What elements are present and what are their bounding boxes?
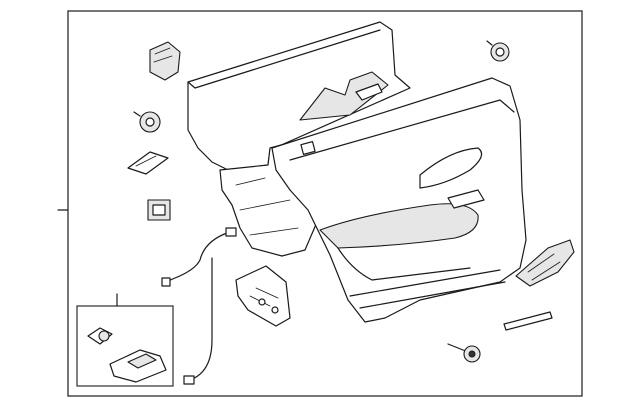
trim-screw[interactable] bbox=[447, 343, 481, 363]
handle-bezel[interactable] bbox=[149, 41, 181, 81]
door-trim-panel[interactable] bbox=[271, 77, 527, 323]
push-pin-clip[interactable] bbox=[133, 111, 161, 133]
sill-molding-strip[interactable] bbox=[503, 311, 553, 331]
lamp-inset bbox=[76, 293, 174, 387]
pull-handle-cover[interactable] bbox=[515, 239, 575, 287]
diagram-frame bbox=[67, 10, 583, 397]
mounting-bracket[interactable] bbox=[235, 265, 291, 327]
push-pin-retainer[interactable] bbox=[486, 40, 510, 62]
wiring-harness[interactable] bbox=[161, 227, 237, 385]
bulb-socket[interactable] bbox=[87, 327, 113, 345]
insulator-pad[interactable] bbox=[127, 151, 169, 175]
lamp-assembly[interactable] bbox=[109, 349, 167, 383]
small-clip[interactable] bbox=[147, 199, 171, 221]
water-deflector[interactable] bbox=[187, 21, 411, 171]
